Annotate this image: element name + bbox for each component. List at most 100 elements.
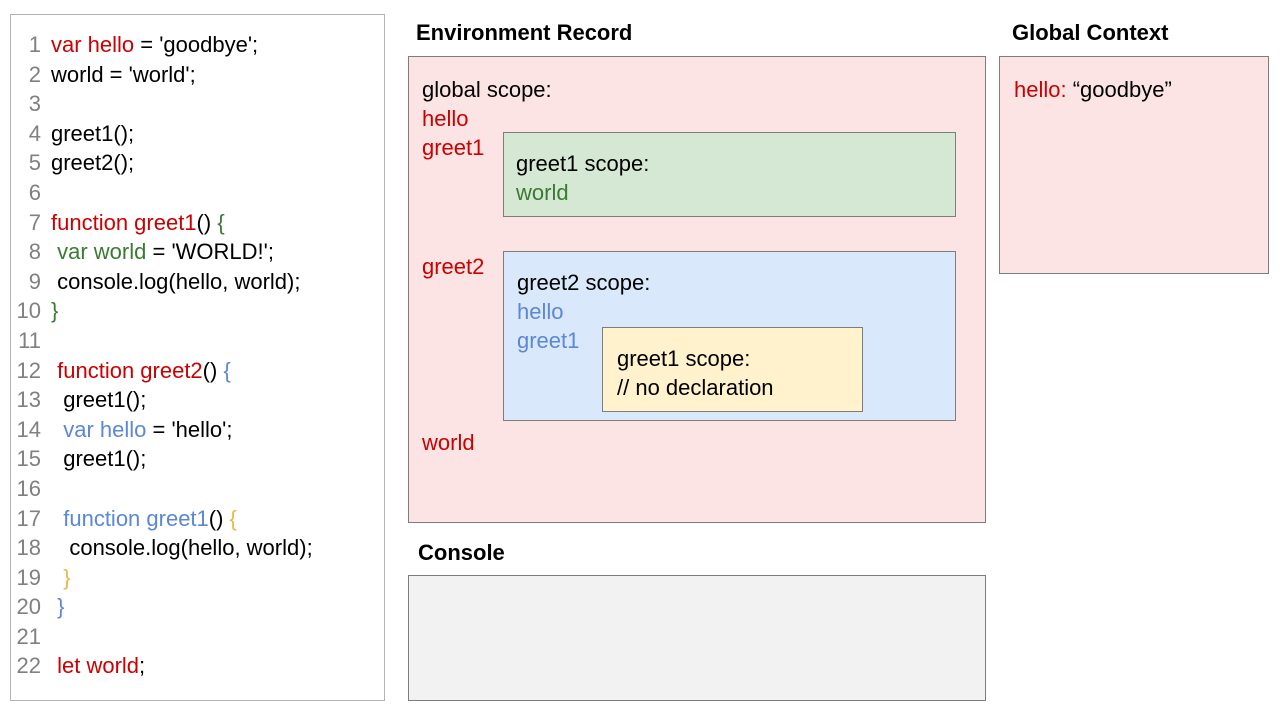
environment-record-panel: global scope: hello greet1 greet2 world … <box>408 56 986 523</box>
code-line[interactable]: 6 <box>11 178 384 208</box>
code-line[interactable]: 9 console.log(hello, world); <box>11 267 384 297</box>
inner-greet1-scope-note: // no declaration <box>617 375 774 400</box>
code-line-number: 17 <box>16 505 41 531</box>
console-panel[interactable] <box>408 575 986 701</box>
code-line-number: 12 <box>16 357 41 383</box>
global-binding-hello: hello <box>422 106 469 131</box>
code-line[interactable]: 14 var hello = 'hello'; <box>11 415 384 445</box>
code-token: let world <box>57 653 140 679</box>
code-line[interactable]: 12 function greet2() { <box>11 356 384 386</box>
greet1-scope-heading: greet1 scope: <box>516 151 650 176</box>
code-token: greet2(); <box>51 150 135 176</box>
code-line-text: let world; <box>51 651 145 681</box>
global-binding-greet2: greet2 <box>422 254 485 279</box>
code-line-text: greet1(); <box>51 385 146 415</box>
code-token: console.log(hello, world); <box>51 535 313 561</box>
code-line[interactable]: 10} <box>11 296 384 326</box>
code-token: greet1(); <box>51 120 135 146</box>
code-token: var hello <box>51 32 135 57</box>
code-line-text: } <box>51 296 58 326</box>
code-line-text: greet2(); <box>51 148 134 178</box>
code-token: } <box>63 564 71 590</box>
code-token: = 'WORLD!'; <box>146 239 274 265</box>
code-line-text: console.log(hello, world); <box>51 533 313 563</box>
inner-greet1-scope-heading: greet1 scope: <box>617 346 751 371</box>
code-token: = 'goodbye'; <box>134 32 259 57</box>
code-token: var hello <box>63 416 147 442</box>
global-context-title: Global Context <box>1012 20 1169 45</box>
code-line-number: 14 <box>16 416 41 442</box>
code-line-number: 18 <box>16 535 41 561</box>
code-line[interactable]: 15 greet1(); <box>11 444 384 474</box>
global-context-entry-key: hello: <box>1014 77 1067 102</box>
code-line-text: function greet1() { <box>51 208 225 238</box>
greet2-scope-heading: greet2 scope: <box>517 270 651 295</box>
code-line[interactable]: 13 greet1(); <box>11 385 384 415</box>
console-output <box>409 576 985 596</box>
code-token: ; <box>139 653 146 679</box>
code-line-number: 22 <box>16 653 41 679</box>
inner-greet1-scope-box: greet1 scope: // no declaration <box>602 327 863 412</box>
code-line[interactable]: 11 <box>11 326 384 356</box>
code-line-number: 5 <box>28 150 41 176</box>
code-token: function greet1 <box>63 505 209 531</box>
code-line[interactable]: 19 } <box>11 563 384 593</box>
global-context-entry: hello: “goodbye” <box>1014 75 1172 104</box>
code-line-text: } <box>51 563 71 593</box>
code-line[interactable]: 21 <box>11 622 384 652</box>
environment-record-title: Environment Record <box>416 20 633 45</box>
code-line-number: 3 <box>28 91 41 117</box>
code-line[interactable]: 2 world = 'world'; <box>11 60 384 90</box>
code-line[interactable]: 16 <box>11 474 384 504</box>
code-line-number: 16 <box>16 475 41 501</box>
code-line-number: 15 <box>16 446 41 472</box>
code-line-text: var hello = 'hello'; <box>51 415 232 445</box>
global-scope-heading: global scope: <box>422 77 552 102</box>
global-binding-greet1: greet1 <box>422 135 485 160</box>
code-token: = 'hello'; <box>146 416 233 442</box>
code-line-text: greet1(); <box>51 119 134 149</box>
code-line-text: var hello = 'goodbye'; <box>51 30 258 60</box>
code-line-number: 8 <box>28 239 41 265</box>
code-line[interactable]: 8 var world = 'WORLD!'; <box>11 237 384 267</box>
code-token <box>51 565 63 590</box>
code-line[interactable]: 22 let world; <box>11 651 384 681</box>
code-token: { <box>223 357 231 383</box>
code-token: console.log(hello, world); <box>51 268 301 294</box>
code-line-text: var world = 'WORLD!'; <box>51 237 274 267</box>
code-line[interactable]: 17 function greet1() { <box>11 504 384 534</box>
code-line[interactable]: 5 greet2(); <box>11 148 384 178</box>
code-token: } <box>57 594 65 620</box>
code-line-text: } <box>51 592 64 622</box>
code-token: () <box>196 209 218 235</box>
code-line-number: 10 <box>16 298 41 324</box>
console-title: Console <box>418 540 505 565</box>
code-line[interactable]: 18 console.log(hello, world); <box>11 533 384 563</box>
code-token: function greet2 <box>57 357 203 383</box>
code-line[interactable]: 3 <box>11 89 384 119</box>
code-token: var world <box>57 239 147 265</box>
code-line-text: console.log(hello, world); <box>51 267 300 297</box>
code-line[interactable]: 4 greet1(); <box>11 119 384 149</box>
code-line-number: 11 <box>18 327 41 353</box>
code-token: { <box>229 505 237 531</box>
code-line-number: 13 <box>16 387 41 413</box>
greet2-binding-hello: hello <box>517 299 564 324</box>
greet1-scope-box: greet1 scope: world <box>503 132 956 217</box>
code-line-number: 19 <box>16 564 41 590</box>
code-line-number: 4 <box>28 120 41 146</box>
code-token <box>51 506 63 531</box>
code-line[interactable]: 20 } <box>11 592 384 622</box>
code-line-number: 6 <box>28 179 41 205</box>
code-token: function greet1 <box>51 209 197 235</box>
code-line-text: function greet1() { <box>51 504 237 534</box>
code-token: } <box>51 298 59 324</box>
global-context-entry-value: “goodbye” <box>1072 77 1172 102</box>
code-token <box>51 417 63 442</box>
code-line-number: 2 <box>28 61 41 87</box>
code-token: () <box>202 357 224 383</box>
code-token: world = 'world'; <box>51 61 196 87</box>
